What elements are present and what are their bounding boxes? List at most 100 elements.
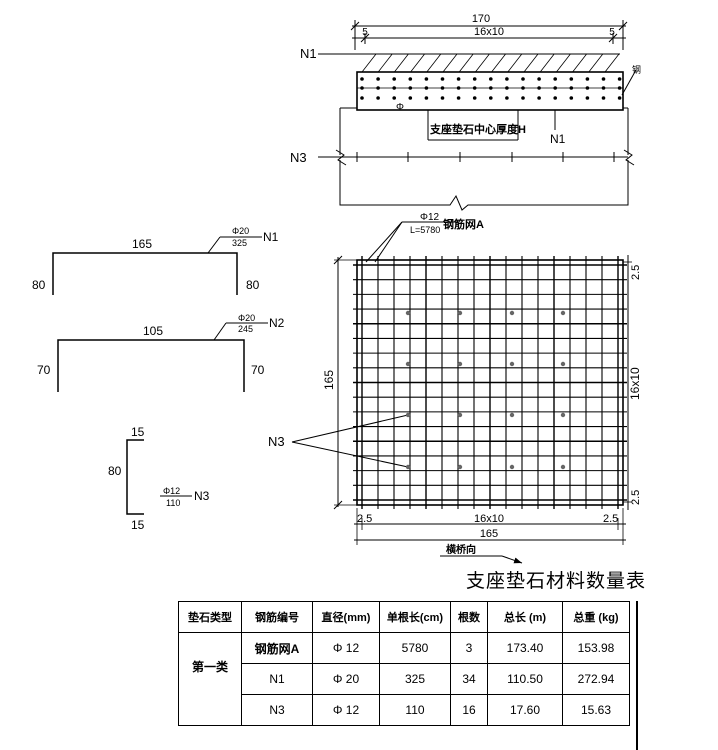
table-header-row: 垫石类型 钢筋编号 直径(mm) 单根长(cm) 根数 总长 (m) 总重 (k… xyxy=(178,601,630,633)
rebar-dot xyxy=(392,77,397,81)
rebar-dot xyxy=(505,86,509,90)
table-right-edge xyxy=(636,601,638,750)
rebar-dot xyxy=(505,77,509,81)
n3-dot xyxy=(509,412,515,418)
rebar-dot xyxy=(553,77,557,81)
bar-n3-shape xyxy=(126,439,144,515)
rebar-dot xyxy=(489,96,493,100)
top-section-view xyxy=(318,20,637,211)
n1-len: 325 xyxy=(232,238,247,248)
rebar-dot xyxy=(424,96,429,100)
table-row: 第一类 钢筋网A Φ 12 5780 3 173.40 153.98 xyxy=(178,632,630,726)
mesh-dim-bot-left: 2.5 xyxy=(357,513,372,525)
rebar-dot xyxy=(408,77,413,81)
rebar-dot xyxy=(440,77,445,81)
rebar-dot xyxy=(424,86,429,90)
rebar-dot xyxy=(601,86,606,90)
rebar-dot xyxy=(569,77,574,81)
rebar-dot xyxy=(521,77,525,81)
n2-name: N2 xyxy=(269,316,285,330)
rebar-dot xyxy=(360,77,364,81)
header-cell: 垫石类型 xyxy=(178,601,242,633)
rebar-dot xyxy=(360,86,364,90)
n3-dot xyxy=(509,310,515,316)
rebar-dot xyxy=(392,96,397,100)
hatch-line xyxy=(539,53,555,73)
rebar-dot xyxy=(569,96,574,100)
n3-dot xyxy=(560,361,566,367)
n3-dot xyxy=(405,412,411,418)
rebar-dot xyxy=(617,96,622,100)
center-thickness-label: 支座垫石中心厚度H xyxy=(429,122,526,136)
top-label-phi: Φ xyxy=(396,102,404,113)
cell-len: 325 xyxy=(379,663,451,695)
rebar-dot xyxy=(456,86,461,90)
n2-len: 245 xyxy=(238,324,253,334)
top-label-n3: N3 xyxy=(290,150,307,165)
hatch-line xyxy=(442,53,458,73)
hatch-line xyxy=(458,53,474,73)
rebar-dot xyxy=(376,86,380,90)
hatch-line xyxy=(426,53,442,73)
cell-weight: 272.94 xyxy=(562,663,630,695)
n3-dot xyxy=(457,464,463,470)
n3-dot xyxy=(405,464,411,470)
rebar-dot xyxy=(537,96,541,100)
mesh-name: 钢筋网A xyxy=(443,217,484,231)
rebar-dot xyxy=(489,77,493,81)
n1-dim-top: 165 xyxy=(132,237,152,251)
hatch-line xyxy=(556,53,571,73)
cell-code: N3 xyxy=(241,694,313,726)
top-rebar-dots xyxy=(360,77,622,100)
rebar-dot xyxy=(601,96,606,100)
rebar-dot xyxy=(440,86,445,90)
rebar-dot xyxy=(456,96,461,100)
n3-dim-mid: 80 xyxy=(108,464,122,478)
hatch-line xyxy=(507,53,523,73)
hatch-line xyxy=(588,53,604,73)
n1-dim-left: 80 xyxy=(32,278,46,292)
top-dim-mid: 16x10 xyxy=(474,26,504,38)
n3-dot xyxy=(560,310,566,316)
header-cell: 总长 (m) xyxy=(487,601,563,633)
rebar-dot xyxy=(456,77,461,81)
cell-total-len: 110.50 xyxy=(487,663,563,695)
cell-weight: 153.98 xyxy=(562,632,630,664)
direction-label: 横桥向 xyxy=(446,543,476,556)
mesh-dim-bot-right: 2.5 xyxy=(603,513,618,525)
cell-total-len: 17.60 xyxy=(487,694,563,726)
mesh-dim-bot-total: 165 xyxy=(480,528,498,540)
cell-count: 3 xyxy=(450,632,488,664)
hatch-line xyxy=(491,53,506,73)
rebar-dot xyxy=(553,86,557,90)
cell-code: N1 xyxy=(241,663,313,695)
top-label-n1-mid: N1 xyxy=(550,132,566,146)
rebar-dot xyxy=(505,96,509,100)
group-cell: 第一类 xyxy=(178,632,242,726)
n3-name: N3 xyxy=(194,489,210,503)
hatch-line xyxy=(604,53,620,73)
rebar-dot xyxy=(489,86,493,90)
cell-count: 34 xyxy=(450,663,488,695)
rebar-dot xyxy=(424,77,429,81)
n2-dim-top: 105 xyxy=(143,324,163,338)
rebar-dot xyxy=(408,96,413,100)
hatch-line xyxy=(572,53,587,73)
top-label-n1-left: N1 xyxy=(300,46,317,61)
mesh-n3-dots xyxy=(405,310,566,470)
n3-dot xyxy=(509,361,515,367)
rebar-dot xyxy=(569,86,574,90)
n3-dim-bottom: 15 xyxy=(131,518,145,532)
cell-len: 110 xyxy=(379,694,451,726)
header-cell: 根数 xyxy=(450,601,488,633)
n3-dot xyxy=(405,310,411,316)
rebar-dot xyxy=(617,77,622,81)
mesh-dim-right-mid: 16x10 xyxy=(628,367,642,400)
cell-code: 钢筋网A xyxy=(241,632,313,664)
top-dim-left: 5 xyxy=(362,27,368,38)
rebar-dot xyxy=(472,96,477,100)
rebar-dot xyxy=(472,86,477,90)
header-cell: 单根长(cm) xyxy=(379,601,451,633)
n3-dot xyxy=(560,412,566,418)
rebar-dot xyxy=(521,86,525,90)
